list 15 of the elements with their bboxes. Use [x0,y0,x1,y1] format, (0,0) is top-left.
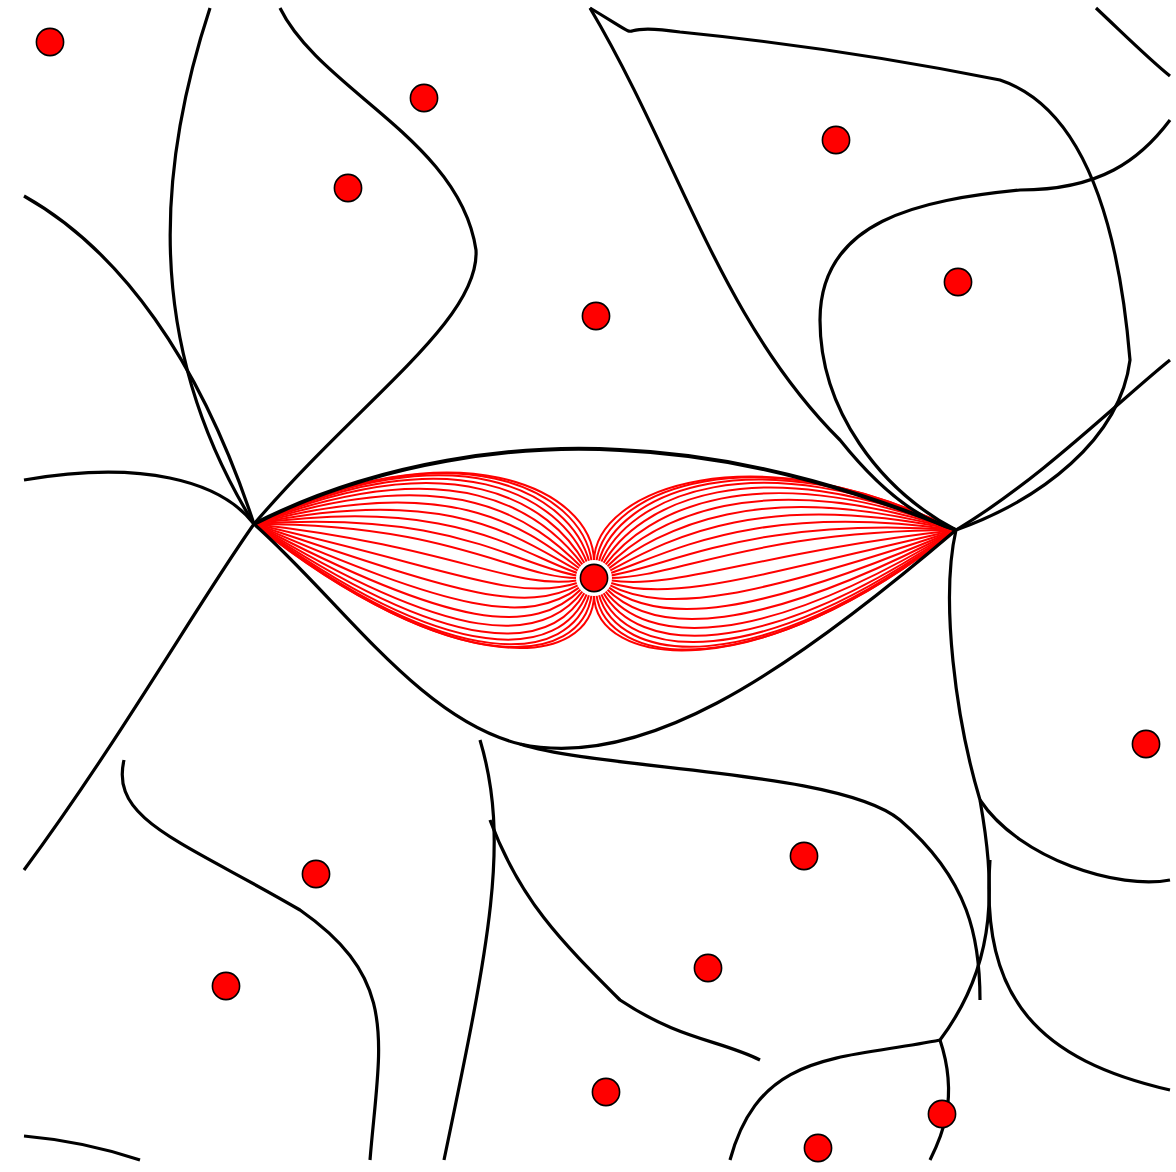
dot-marker [1131,729,1161,759]
dot-marker [591,1077,621,1107]
dot-marker [581,301,611,331]
dot-marker [927,1099,957,1129]
dot-marker [789,841,819,871]
dot-marker [35,27,65,57]
dot-marker [579,563,609,593]
dot-marker [821,125,851,155]
dot-marker [301,859,331,889]
dot-marker [693,953,723,983]
dot-marker [211,971,241,1001]
dot-marker [333,173,363,203]
dot-marker [803,1133,833,1163]
dot-marker [943,267,973,297]
dot-marker [409,83,439,113]
